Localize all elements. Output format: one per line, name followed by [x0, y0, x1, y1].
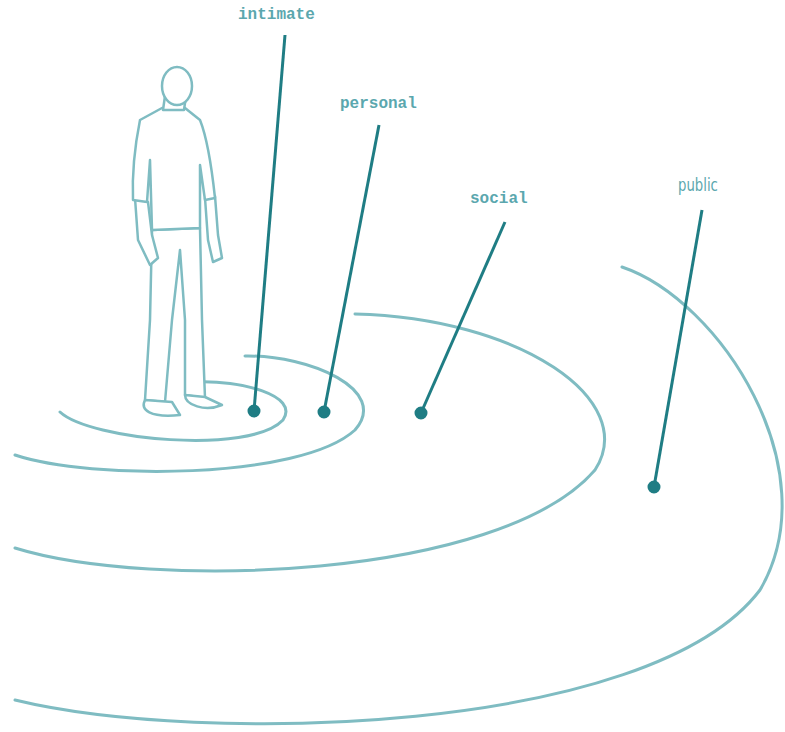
person-head: [162, 67, 192, 105]
social-zone-arc: [15, 314, 605, 571]
leader-dot: [416, 408, 426, 418]
public-zone-arc: [15, 267, 782, 724]
leader-line: [654, 210, 702, 487]
leader-dot: [319, 407, 329, 417]
leader-line: [324, 125, 379, 412]
leader-line: [254, 35, 285, 411]
zone-label: intimate: [238, 6, 315, 24]
person-shirt: [133, 108, 215, 230]
leader-dot: [649, 482, 659, 492]
person-shoe: [144, 400, 180, 416]
leader-dot: [249, 406, 259, 416]
person-shoe: [185, 395, 222, 408]
person-arm: [205, 196, 222, 262]
zone-label: personal: [340, 95, 417, 113]
intimate-zone-arc: [60, 382, 286, 441]
zone-label: social: [470, 190, 528, 208]
zone-label: public: [678, 176, 718, 194]
leader-line: [421, 222, 505, 413]
